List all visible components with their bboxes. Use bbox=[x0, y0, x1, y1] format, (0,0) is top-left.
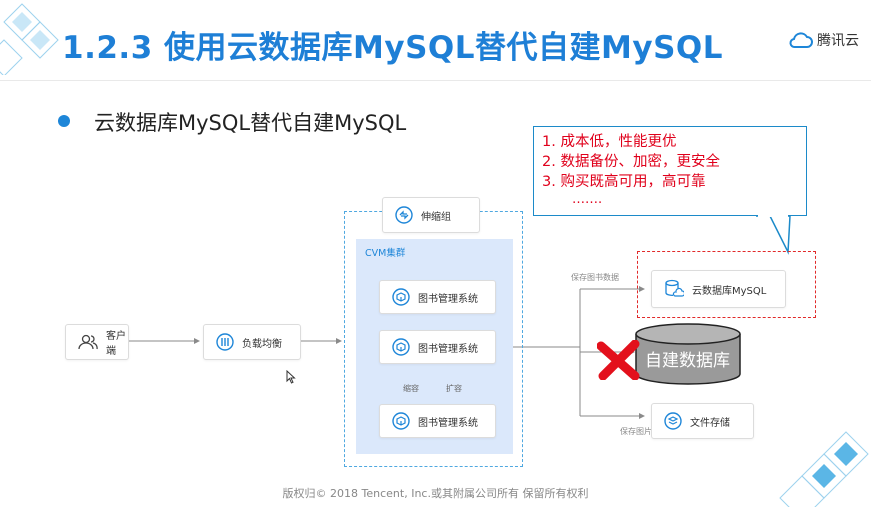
file-storage-node: 文件存储 bbox=[651, 403, 754, 439]
shrink-label: 缩容 bbox=[403, 384, 419, 393]
brand-logo: 腾讯云 bbox=[789, 30, 859, 50]
cloud-db-label: 云数据库MySQL bbox=[692, 285, 767, 297]
callout-pointer-join bbox=[758, 214, 788, 217]
callout-pointer bbox=[756, 215, 791, 255]
save-image-label: 保存图片 bbox=[620, 427, 652, 436]
load-balancer-icon bbox=[216, 333, 234, 351]
app-node: 图书管理系统 bbox=[379, 404, 496, 438]
callout-box: 1. 成本低，性能更优 2. 数据备份、加密，更安全 3. 购买既高可用，高可靠… bbox=[533, 126, 807, 216]
scaling-group-node: 伸缩组 bbox=[382, 197, 480, 233]
self-built-db-label: 自建数据库 bbox=[645, 351, 730, 371]
users-icon bbox=[78, 334, 98, 350]
expand-label: 扩容 bbox=[446, 384, 462, 393]
page-title: 1.2.3 使用云数据库MySQL替代自建MySQL bbox=[62, 30, 724, 66]
bullet-text: 云数据库MySQL替代自建MySQL bbox=[94, 111, 407, 135]
cube-icon bbox=[392, 412, 410, 430]
app-node: 图书管理系统 bbox=[379, 330, 496, 364]
cloud-db-node: 云数据库MySQL bbox=[651, 270, 786, 308]
benefit-item: 3. 购买既高可用，高可靠 bbox=[542, 174, 706, 190]
app-node-label: 图书管理系统 bbox=[418, 343, 478, 355]
red-x-icon bbox=[597, 340, 640, 380]
brand-name: 腾讯云 bbox=[817, 33, 859, 49]
corner-decoration-top-left-icon bbox=[0, 3, 59, 75]
benefit-item: 1. 成本低，性能更优 bbox=[542, 134, 677, 150]
app-node-label: 图书管理系统 bbox=[418, 293, 478, 305]
cloud-logo-icon bbox=[789, 32, 813, 48]
copyright-footer: 版权归© 2018 Tencent, Inc.或其附属公司所有 保留所有权利 bbox=[282, 487, 589, 500]
bullet-dot bbox=[58, 115, 70, 127]
corner-decoration-bottom-right-icon bbox=[779, 431, 869, 507]
cloud-db-highlight bbox=[637, 251, 816, 318]
cube-icon bbox=[392, 338, 410, 356]
file-storage-label: 文件存储 bbox=[690, 417, 730, 429]
header-divider bbox=[0, 80, 871, 81]
scaling-group-label: 伸缩组 bbox=[421, 211, 451, 223]
app-node: 图书管理系统 bbox=[379, 280, 496, 314]
client-node: 客户端 bbox=[65, 324, 129, 360]
benefit-list: 1. 成本低，性能更优 2. 数据备份、加密，更安全 3. 购买既高可用，高可靠 bbox=[542, 132, 806, 192]
self-built-db-cylinder bbox=[635, 323, 741, 385]
benefit-item: 2. 数据备份、加密，更安全 bbox=[542, 154, 720, 170]
app-node-label: 图书管理系统 bbox=[418, 417, 478, 429]
cube-icon bbox=[392, 288, 410, 306]
cvm-cluster-label: CVM集群 bbox=[365, 248, 406, 259]
database-cloud-icon bbox=[664, 279, 684, 299]
load-balancer-label: 负载均衡 bbox=[242, 338, 282, 350]
mouse-cursor-icon bbox=[286, 370, 296, 384]
scaling-group-icon bbox=[395, 206, 413, 224]
benefit-ellipsis: ……. bbox=[572, 192, 603, 207]
save-data-label: 保存图书数据 bbox=[571, 273, 619, 282]
load-balancer-node: 负载均衡 bbox=[203, 324, 301, 360]
layers-icon bbox=[664, 412, 682, 430]
client-label: 客户端 bbox=[106, 331, 126, 357]
